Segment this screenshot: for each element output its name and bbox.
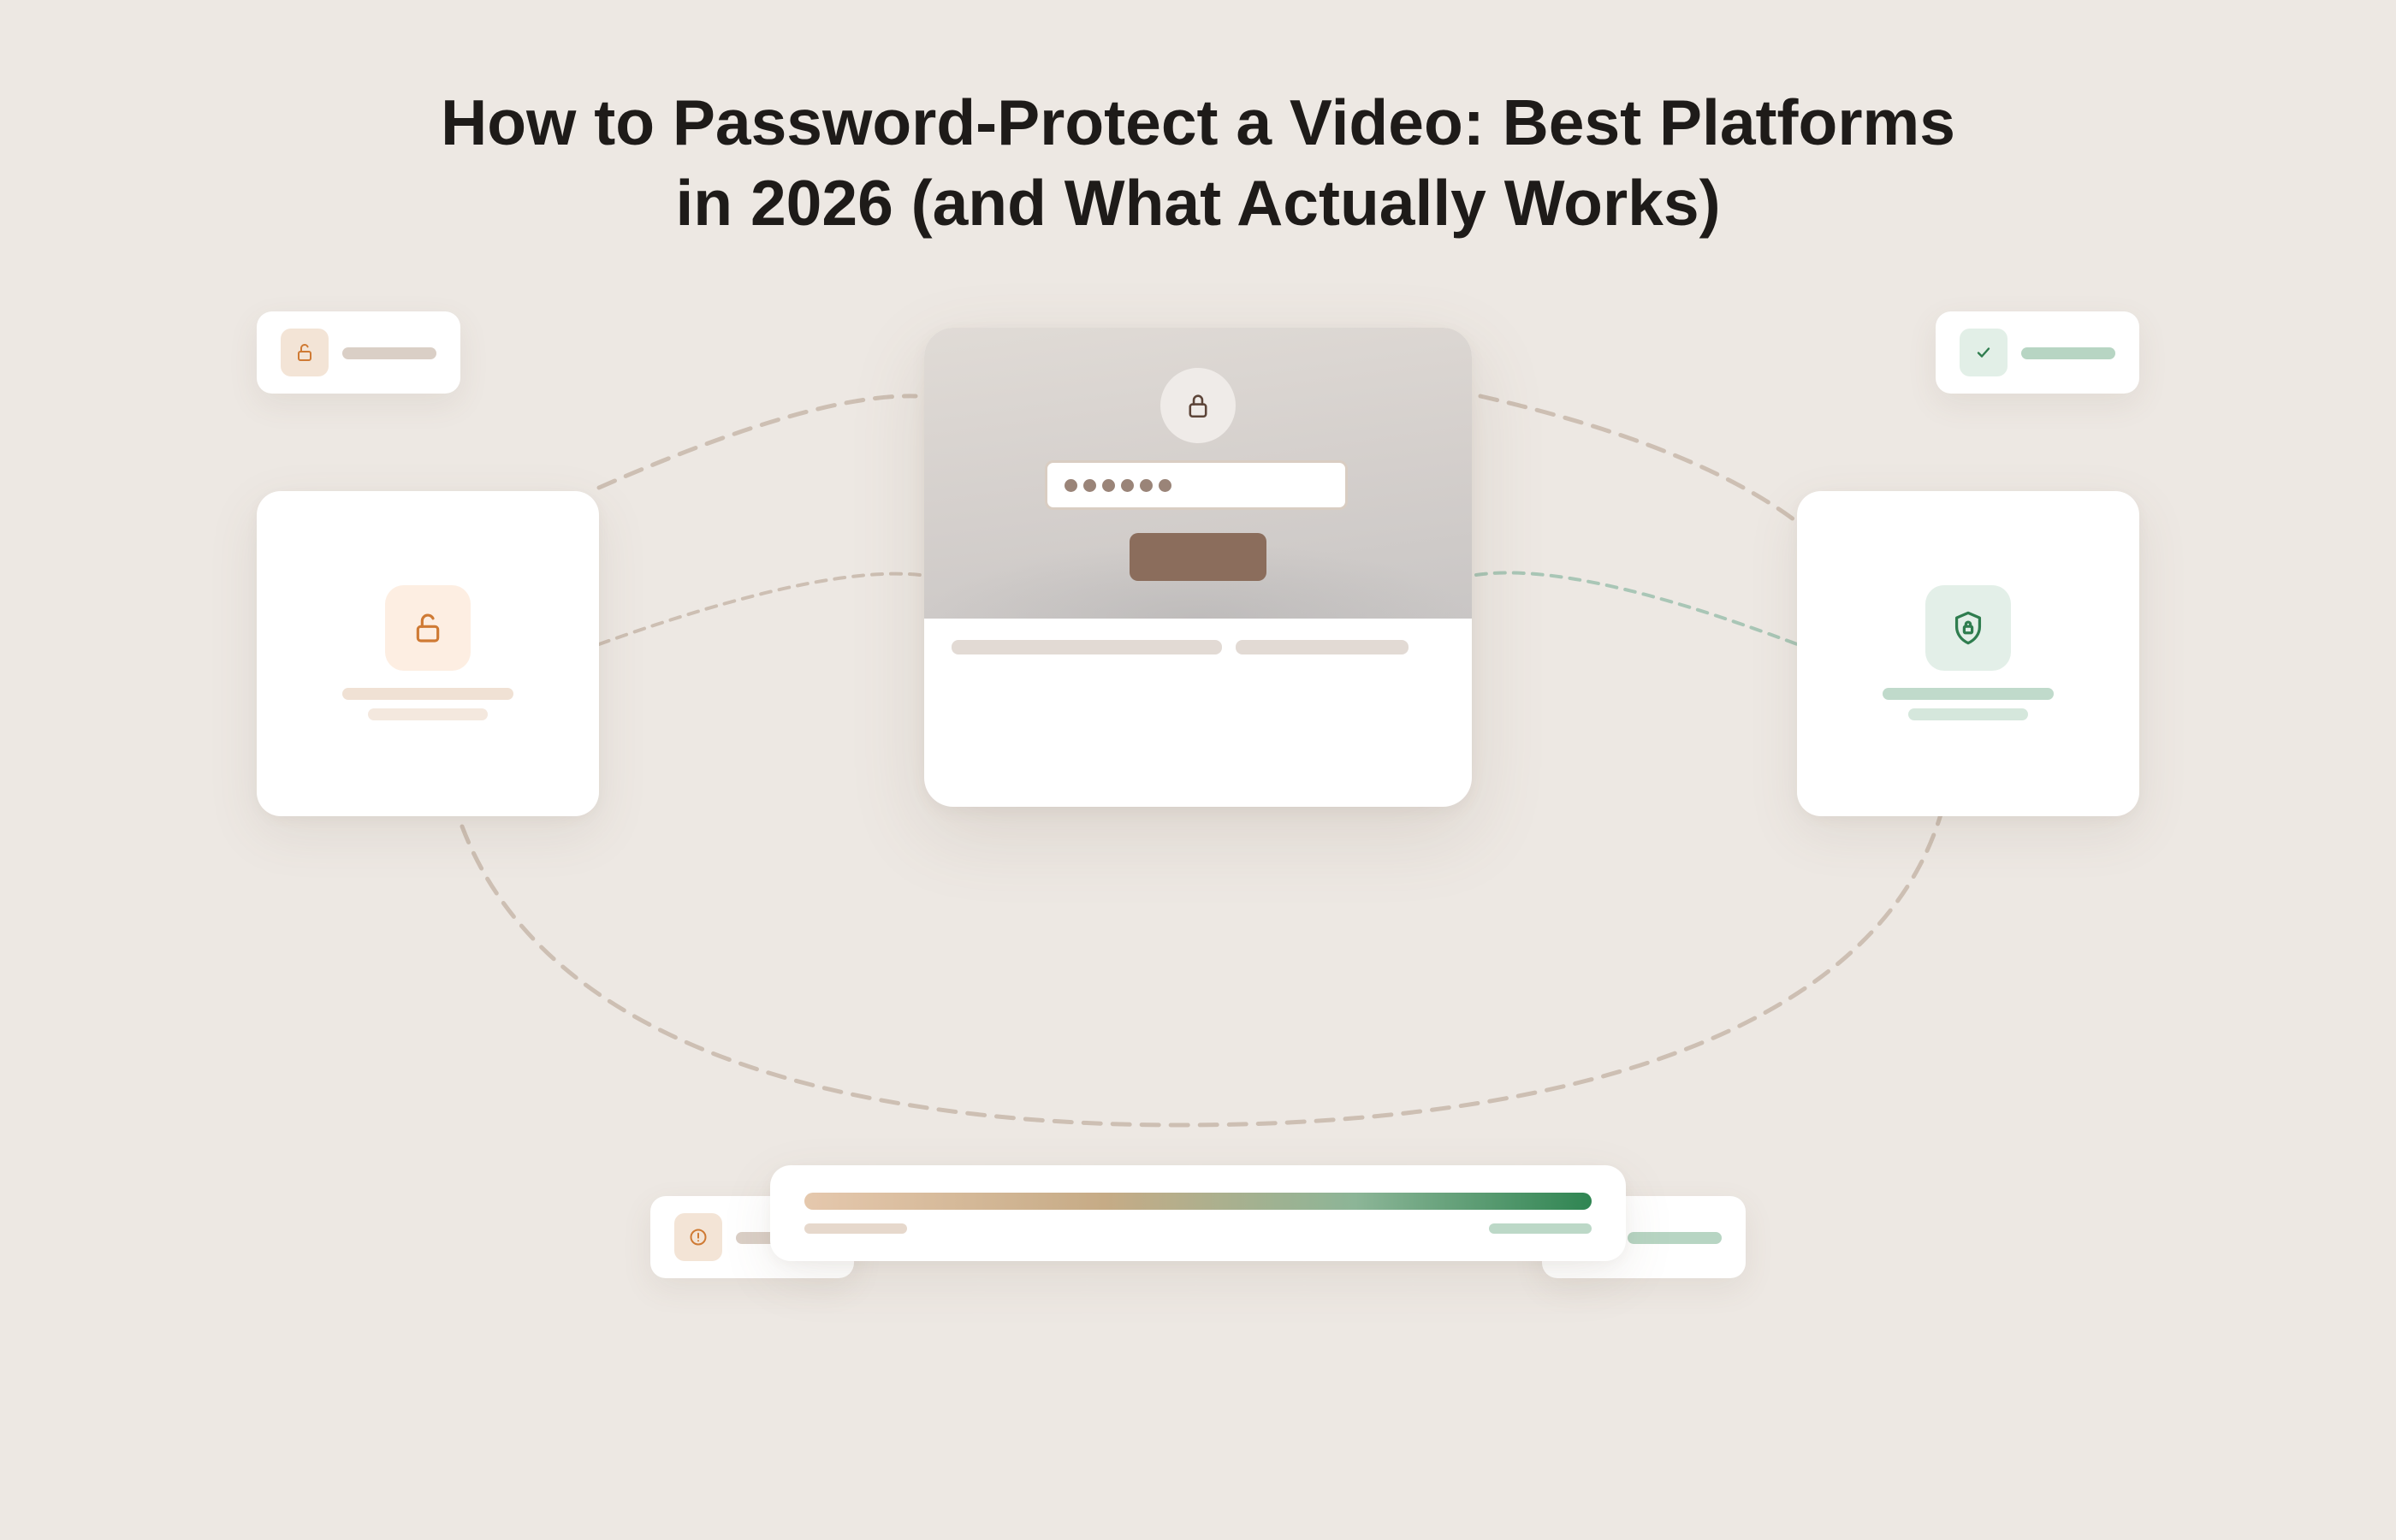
check-chip-icon-tile [1960,329,2008,376]
password-dot [1159,478,1171,492]
protection-progress-bar [804,1193,1592,1210]
chip-placeholder-line [2021,347,2115,359]
progress-placeholder-line-left [804,1223,907,1234]
card-placeholder-line [368,708,488,720]
password-dot [1065,478,1077,492]
protected-video-player [924,328,1472,807]
page-title-line-2: in 2026 (and What Actually Works) [675,167,1721,239]
unprotected-icon-tile [385,585,471,671]
password-dot [1140,478,1153,492]
card-placeholder-line [1908,708,2028,720]
chip-placeholder-line [342,347,436,359]
verified-status-chip [1936,311,2139,394]
video-area [924,328,1472,619]
connector-right-top [1478,394,1800,524]
unlock-button[interactable] [1130,533,1266,581]
checkmark-icon [1977,347,1990,358]
card-placeholder-line [1883,688,2054,700]
protected-card [1797,491,2139,816]
alert-circle-icon [690,1229,707,1246]
lock-badge [1160,368,1236,443]
chip-placeholder-line [1628,1232,1722,1244]
unlocked-padlock-icon [416,613,440,643]
password-dot [1121,478,1134,492]
unlocked-status-chip [257,311,460,394]
password-dot [1083,478,1096,492]
alert-chip-icon-tile [674,1213,722,1261]
shield-lock-icon [1954,611,1982,645]
padlock-icon [1189,394,1207,418]
protected-icon-tile [1925,585,2011,671]
connector-left-top [596,394,918,490]
player-placeholder-line [952,640,1222,654]
page-title-line-1: How to Password-Protect a Video: Best Pl… [441,86,1955,158]
connector-left-mid [597,572,922,646]
connector-right-mid [1474,571,1799,646]
player-placeholder-line [1236,640,1409,654]
unprotected-card [257,491,599,816]
connector-bottom-loop [460,812,1943,1128]
password-dot [1102,478,1115,492]
password-input[interactable] [1045,460,1348,510]
page-title: How to Password-Protect a Video: Best Pl… [0,82,2396,243]
unlocked-padlock-icon [298,344,311,361]
card-placeholder-line [342,688,513,700]
protection-progress-card [770,1165,1626,1261]
unlocked-chip-icon-tile [281,329,329,376]
progress-placeholder-line-right [1489,1223,1592,1234]
